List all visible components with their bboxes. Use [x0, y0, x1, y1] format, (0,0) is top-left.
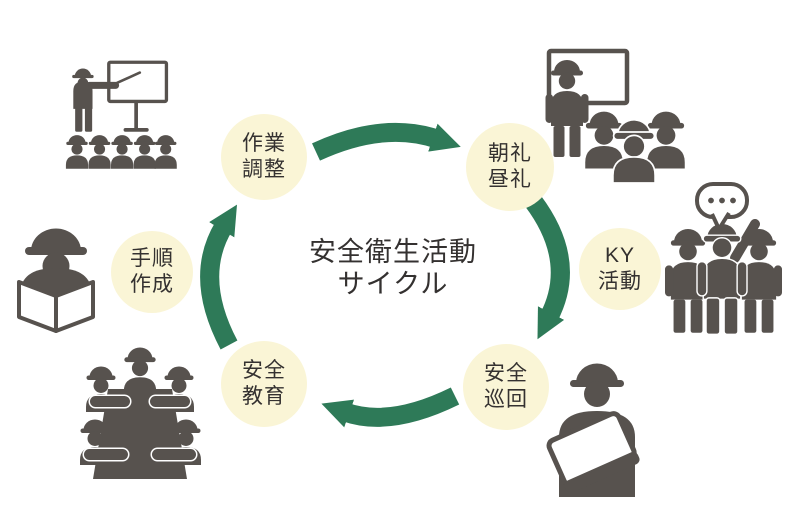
cycle-step-morning-noon-meeting: 朝礼 昼礼: [466, 123, 554, 211]
cycle-step-ky-activity: KY 活動: [579, 228, 661, 310]
cycle-step-work-adjustment: 作業 調整: [221, 114, 307, 200]
step-label-line: 作業: [242, 132, 286, 156]
cycle-step-safety-education: 安全 教育: [221, 341, 307, 427]
step-label-line: 安全: [484, 362, 528, 386]
diagram-title: 安全衛生活動 サイクル: [283, 236, 503, 301]
step-label-line: KY: [604, 244, 635, 268]
worker-with-clipboard-icon: [546, 363, 640, 497]
cycle-step-safety-patrol: 安全 巡回: [463, 344, 549, 430]
step-label-line: 調整: [242, 158, 286, 181]
arrow-left: [200, 204, 238, 350]
worker-reading-manual-icon: [17, 228, 95, 333]
step-label-line: 手順: [130, 247, 174, 271]
morning-assembly-board-icon: [545, 48, 685, 184]
diagram-title-line1: 安全衛生活動: [309, 237, 477, 267]
pointer-stick: [115, 71, 142, 85]
diagram-title-line2: サイクル: [337, 269, 449, 300]
group-discussion-speech-bubble-icon: [664, 182, 783, 336]
arrow-right: [525, 195, 570, 340]
arrow-top: [312, 122, 461, 161]
lecture-whiteboard-audience-icon: [65, 60, 177, 169]
step-label-line: 巡回: [484, 388, 528, 411]
cycle-step-procedure-creation: 手順 作成: [111, 231, 193, 313]
step-label-line: 朝礼: [488, 142, 532, 166]
step-label-line: 作成: [130, 273, 174, 296]
raised-arm: [730, 219, 760, 263]
step-label-line: 昼礼: [488, 168, 532, 191]
arrow-bottom: [321, 387, 460, 428]
meeting-around-table-icon: [80, 347, 201, 479]
step-label-line: 活動: [598, 270, 642, 293]
step-label-line: 教育: [242, 385, 286, 408]
step-label-line: 安全: [242, 359, 286, 383]
